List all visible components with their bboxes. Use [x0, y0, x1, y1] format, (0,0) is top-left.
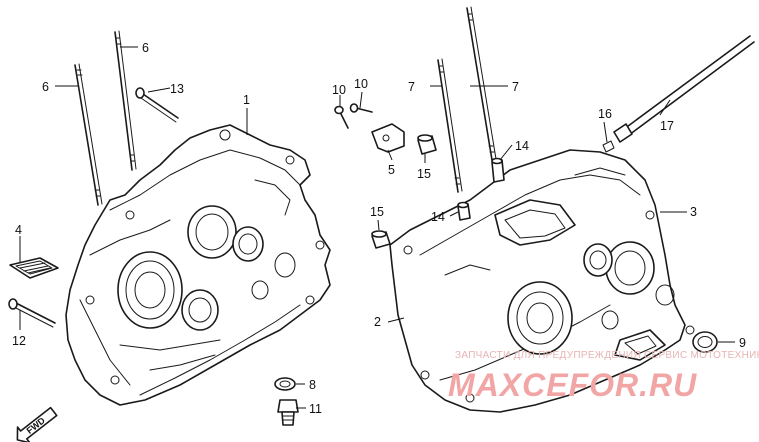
callout-7-left: 7 [408, 80, 415, 94]
callout-4: 4 [15, 223, 22, 237]
breather-tube-17 [613, 35, 755, 143]
watermark-tagline: ЗАПЧАСТИ ДЛЯ ПРЕДУПРЕЖДЕНИЯ СЕРВИС МОТОТ… [455, 350, 759, 361]
callout-labels: 1 2 3 4 5 6 6 7 7 8 9 10 10 11 12 13 14 … [12, 41, 746, 416]
callout-7-right: 7 [512, 80, 519, 94]
bolt-10-b [349, 103, 373, 113]
dowel-pin-14-upper [491, 157, 505, 183]
callout-17: 17 [660, 119, 674, 133]
stud-bolt-right-a [437, 58, 463, 193]
clip-16 [602, 140, 615, 153]
bolt-13 [135, 87, 179, 123]
dowel-pin-15-lower [371, 230, 391, 249]
oil-seal-9 [692, 331, 718, 353]
bracket-5 [371, 123, 405, 153]
callout-8: 8 [309, 378, 316, 392]
drain-bolt-11 [277, 399, 299, 426]
dowel-pin-15-upper [417, 134, 437, 155]
fwd-direction-marker: FWD [16, 406, 58, 442]
leader-lines [19, 46, 735, 409]
bolt-10-a [334, 105, 349, 129]
callout-10-left: 10 [332, 83, 346, 97]
callout-9: 9 [739, 336, 746, 350]
callout-15-upper: 15 [417, 167, 431, 181]
washer-8 [274, 377, 296, 391]
callout-10-right: 10 [354, 77, 368, 91]
callout-12: 12 [12, 334, 26, 348]
callout-3: 3 [690, 205, 697, 219]
callout-6-lower: 6 [42, 80, 49, 94]
callout-2: 2 [374, 315, 381, 329]
stud-bolt-right-b [466, 6, 497, 161]
callout-11: 11 [309, 402, 322, 416]
callout-14-upper: 14 [515, 139, 529, 153]
bolt-12 [8, 298, 56, 328]
callout-5: 5 [388, 163, 395, 177]
callout-13: 13 [170, 82, 184, 96]
stud-bolt-left-a [74, 63, 103, 206]
callout-15-lower: 15 [370, 205, 384, 219]
dowel-pin-14-lower [457, 201, 471, 221]
watermark-brand: MAXCEFOR.RU [448, 367, 697, 403]
callout-6-upper: 6 [142, 41, 149, 55]
watermark: ЗАПЧАСТИ ДЛЯ ПРЕДУПРЕЖДЕНИЯ СЕРВИС МОТОТ… [448, 350, 759, 403]
callout-14-lower: 14 [431, 210, 445, 224]
left-crankcase [65, 124, 331, 406]
stud-bolt-left-b [114, 30, 137, 171]
callout-1: 1 [243, 93, 250, 107]
callout-16: 16 [598, 107, 612, 121]
oil-strainer-4 [9, 257, 59, 279]
